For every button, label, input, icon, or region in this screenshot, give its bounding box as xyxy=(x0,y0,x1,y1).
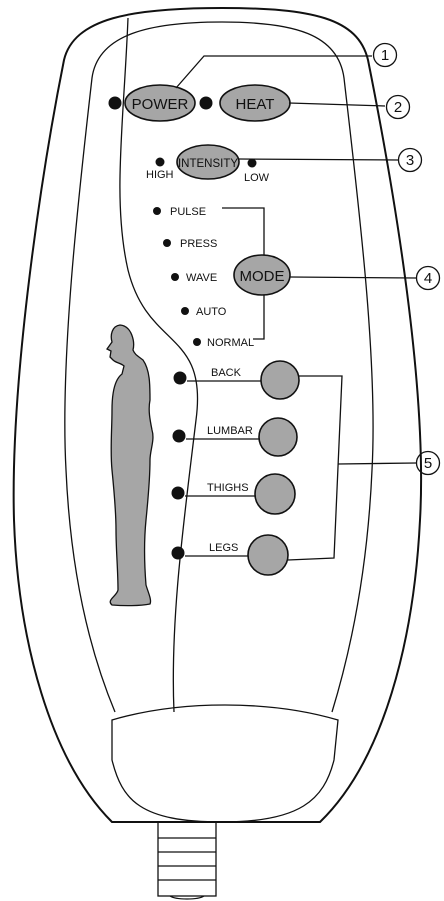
pulse-indicator-dot xyxy=(153,207,161,215)
back-indicator-dot xyxy=(173,371,187,385)
callout-2-leader xyxy=(288,102,386,107)
low-indicator-dot xyxy=(247,158,257,168)
mode-option-normal: NORMAL xyxy=(207,337,254,349)
intensity-button-label: INTENSITY xyxy=(178,158,238,170)
thighs-button[interactable] xyxy=(254,473,296,515)
remote-bottom-cap xyxy=(111,704,339,823)
panel-divider-line xyxy=(119,17,199,713)
mode-option-pulse: PULSE xyxy=(170,206,206,218)
mode-option-press: PRESS xyxy=(180,238,217,250)
normal-indicator-dot xyxy=(193,338,201,346)
auto-indicator-dot xyxy=(181,307,189,315)
remote-outer-body xyxy=(12,6,423,823)
wave-indicator-dot xyxy=(171,273,179,281)
intensity-low-label: LOW xyxy=(244,172,270,184)
back-button[interactable] xyxy=(260,360,300,400)
svg-text:3: 3 xyxy=(406,152,414,169)
zone-back-label: BACK xyxy=(211,367,242,379)
heat-button-label: HEAT xyxy=(236,96,275,113)
mode-option-auto: AUTO xyxy=(196,306,227,318)
legs-indicator-dot xyxy=(171,546,185,560)
callout-2: 2 xyxy=(385,94,411,120)
callout-3-leader xyxy=(238,158,399,161)
remote-inner-panel xyxy=(64,21,374,713)
callout-4: 4 xyxy=(415,265,441,291)
callout-3: 3 xyxy=(397,147,423,173)
callout-5: 5 xyxy=(415,450,441,476)
legs-button[interactable] xyxy=(247,534,289,576)
callout-5-bracket xyxy=(287,375,417,561)
power-button-label: POWER xyxy=(132,96,189,113)
heat-button[interactable]: HEAT xyxy=(219,84,291,122)
high-indicator-dot xyxy=(155,157,165,167)
heat-indicator-dot xyxy=(199,96,213,110)
svg-text:5: 5 xyxy=(424,455,432,472)
body-silhouette xyxy=(106,324,154,607)
callout-1: 1 xyxy=(372,42,398,68)
mode-button[interactable]: MODE xyxy=(233,254,291,296)
callout-1-leader xyxy=(175,55,372,89)
power-indicator-dot xyxy=(108,96,122,110)
power-button[interactable]: POWER xyxy=(124,84,196,122)
svg-text:1: 1 xyxy=(381,47,389,64)
thighs-indicator-dot xyxy=(171,486,185,500)
lumbar-button[interactable] xyxy=(258,417,298,457)
cord-connector xyxy=(157,821,217,900)
svg-text:2: 2 xyxy=(394,99,402,116)
zone-thighs-label: THIGHS xyxy=(207,482,249,494)
zone-legs-label: LEGS xyxy=(209,542,238,554)
press-indicator-dot xyxy=(163,239,171,247)
intensity-button[interactable]: INTENSITY xyxy=(176,144,240,180)
svg-text:4: 4 xyxy=(424,270,432,287)
intensity-high-label: HIGH xyxy=(146,169,174,181)
callout-4-leader xyxy=(289,276,417,279)
mode-button-label: MODE xyxy=(240,268,285,285)
mode-option-wave: WAVE xyxy=(186,272,217,284)
zone-lumbar-label: LUMBAR xyxy=(207,425,253,437)
lumbar-indicator-dot xyxy=(172,429,186,443)
